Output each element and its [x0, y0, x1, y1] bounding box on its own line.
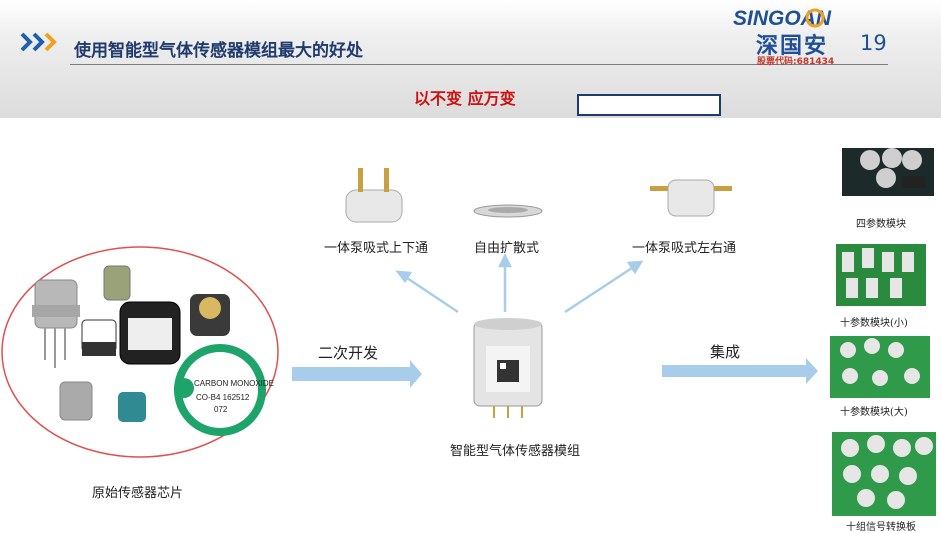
slogan: 以不变 应万变: [414, 89, 516, 108]
header-band: 使用智能型气体传感器模组最大的好处 SINGOAN 深国安 19 股票代码:68…: [0, 0, 941, 118]
stock-code: 股票代码:681434: [757, 57, 835, 67]
label-raw-chips: 原始传感器芯片: [92, 486, 184, 501]
raw-sensor-chips-image: CARBON MONOXIDE CO-B4 162512 072: [32, 265, 274, 436]
ten-param-large-board-image: [830, 336, 930, 398]
label-pump-horizontal: 一体泵吸式左右通: [632, 241, 737, 256]
pump-horizontal-module-image: [650, 179, 732, 217]
page-title: 使用智能型气体传感器模组最大的好处: [74, 41, 363, 61]
svg-text:072: 072: [214, 405, 228, 414]
label-ten-large: 十参数模块(大): [840, 407, 908, 418]
singoan-logo: SINGOAN: [733, 7, 832, 30]
four-param-board-image: [842, 148, 934, 196]
label-ten-small: 十参数模块(小): [840, 318, 908, 329]
pump-vertical-module-image: [345, 168, 403, 223]
label-smart-module: 智能型气体传感器模组: [450, 444, 581, 459]
empty-text-box: [577, 94, 721, 116]
label-four-param: 四参数模块: [856, 219, 906, 230]
svg-text:CO-B4 162512: CO-B4 162512: [196, 393, 250, 402]
smart-module-image: [473, 318, 543, 418]
label-integrate: 集成: [710, 343, 741, 361]
chevrons-icon: [20, 32, 57, 52]
logo-cn-text: 深国安: [756, 34, 829, 59]
title-divider: [70, 64, 888, 65]
label-free-diffusion: 自由扩散式: [474, 241, 540, 256]
develop-arrow: [292, 360, 422, 388]
free-diffusion-module-image: [473, 204, 543, 218]
page-number: 19: [860, 31, 887, 55]
integrate-arrow: [662, 358, 818, 384]
svg-text:CARBON MONOXIDE: CARBON MONOXIDE: [194, 379, 274, 388]
ten-param-small-board-image: [836, 244, 926, 306]
label-develop: 二次开发: [318, 344, 379, 362]
label-pump-vertical: 一体泵吸式上下通: [324, 241, 429, 256]
label-signal-board: 十组信号转换板: [846, 522, 916, 533]
signal-board-image: [832, 432, 936, 516]
